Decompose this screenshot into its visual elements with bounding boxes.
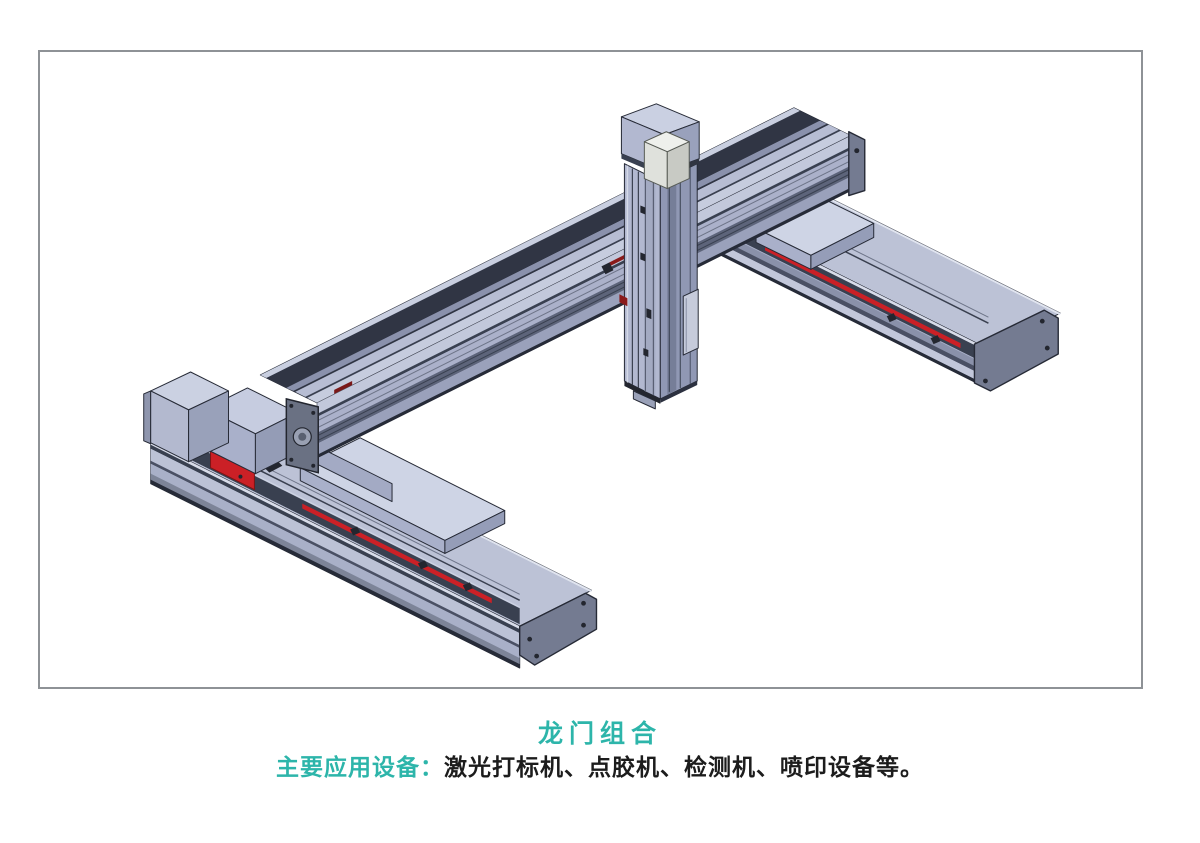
end-cap-right-rail xyxy=(973,309,1059,392)
z-side-plate xyxy=(682,288,699,356)
figure-caption: 主要应用设备：激光打标机、点胶机、检测机、喷印设备等。 xyxy=(0,751,1200,783)
caption-applications: 激光打标机、点胶机、检测机、喷印设备等。 xyxy=(444,754,924,780)
seal-stripe-right xyxy=(765,245,961,349)
stepper-motor-z-axis xyxy=(643,131,690,190)
beam-end-cap-right xyxy=(848,131,866,197)
seal-stripe-left xyxy=(302,503,492,604)
figure-frame xyxy=(38,50,1143,689)
z-axis-column xyxy=(619,103,700,410)
carriage-plate-right xyxy=(755,196,875,270)
end-cap-left-rail xyxy=(518,592,598,666)
figure-title: 龙门组合 xyxy=(0,714,1200,750)
caption-label: 主要应用设备： xyxy=(276,754,444,780)
gantry-machine-illustration xyxy=(143,103,1061,669)
beam-end-plate-left xyxy=(285,397,319,474)
x-axis-beam xyxy=(259,107,866,474)
figure-title-text: 龙门组合 xyxy=(537,719,662,748)
y-axis-rail-left xyxy=(150,405,598,669)
